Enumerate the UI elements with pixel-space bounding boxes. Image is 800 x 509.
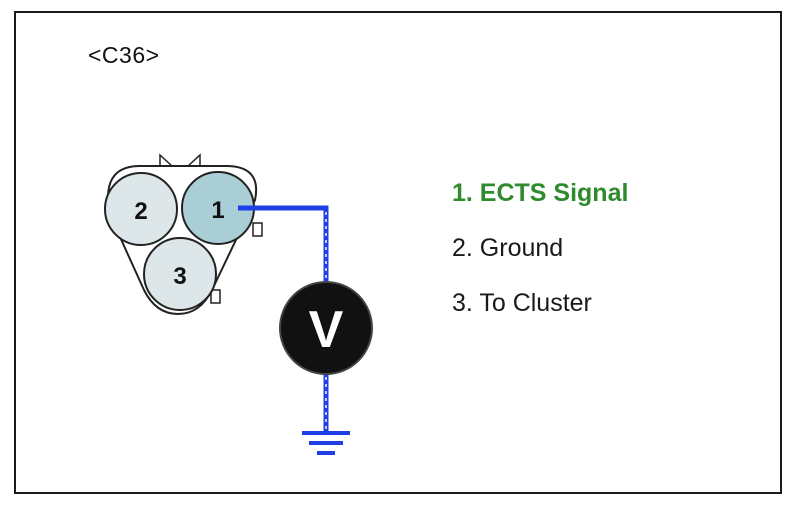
legend-item-to-cluster: 3. To Cluster (452, 289, 592, 317)
pin-1-label: 1 (211, 197, 224, 224)
voltmeter-symbol: V (309, 301, 344, 359)
pin-3-label: 3 (173, 263, 186, 290)
probe-wire (238, 205, 329, 432)
pin-legend: 1. ECTS Signal 2. Ground 3. To Cluster (452, 166, 628, 331)
voltmeter-icon: V (279, 281, 373, 375)
legend-item-ground: 2. Ground (452, 234, 564, 262)
ground-icon (302, 431, 350, 455)
connector-icon: 2 1 3 (104, 153, 263, 316)
legend-item-ects-signal: 1. ECTS Signal (452, 179, 629, 207)
connector-id-label: <C36> (88, 42, 160, 68)
connector-tab (252, 222, 263, 237)
pin-2-label: 2 (134, 198, 147, 225)
connector-tab (210, 289, 221, 304)
pin-2 (104, 172, 178, 246)
voltmeter-body (279, 281, 373, 375)
pin-3 (143, 237, 217, 311)
